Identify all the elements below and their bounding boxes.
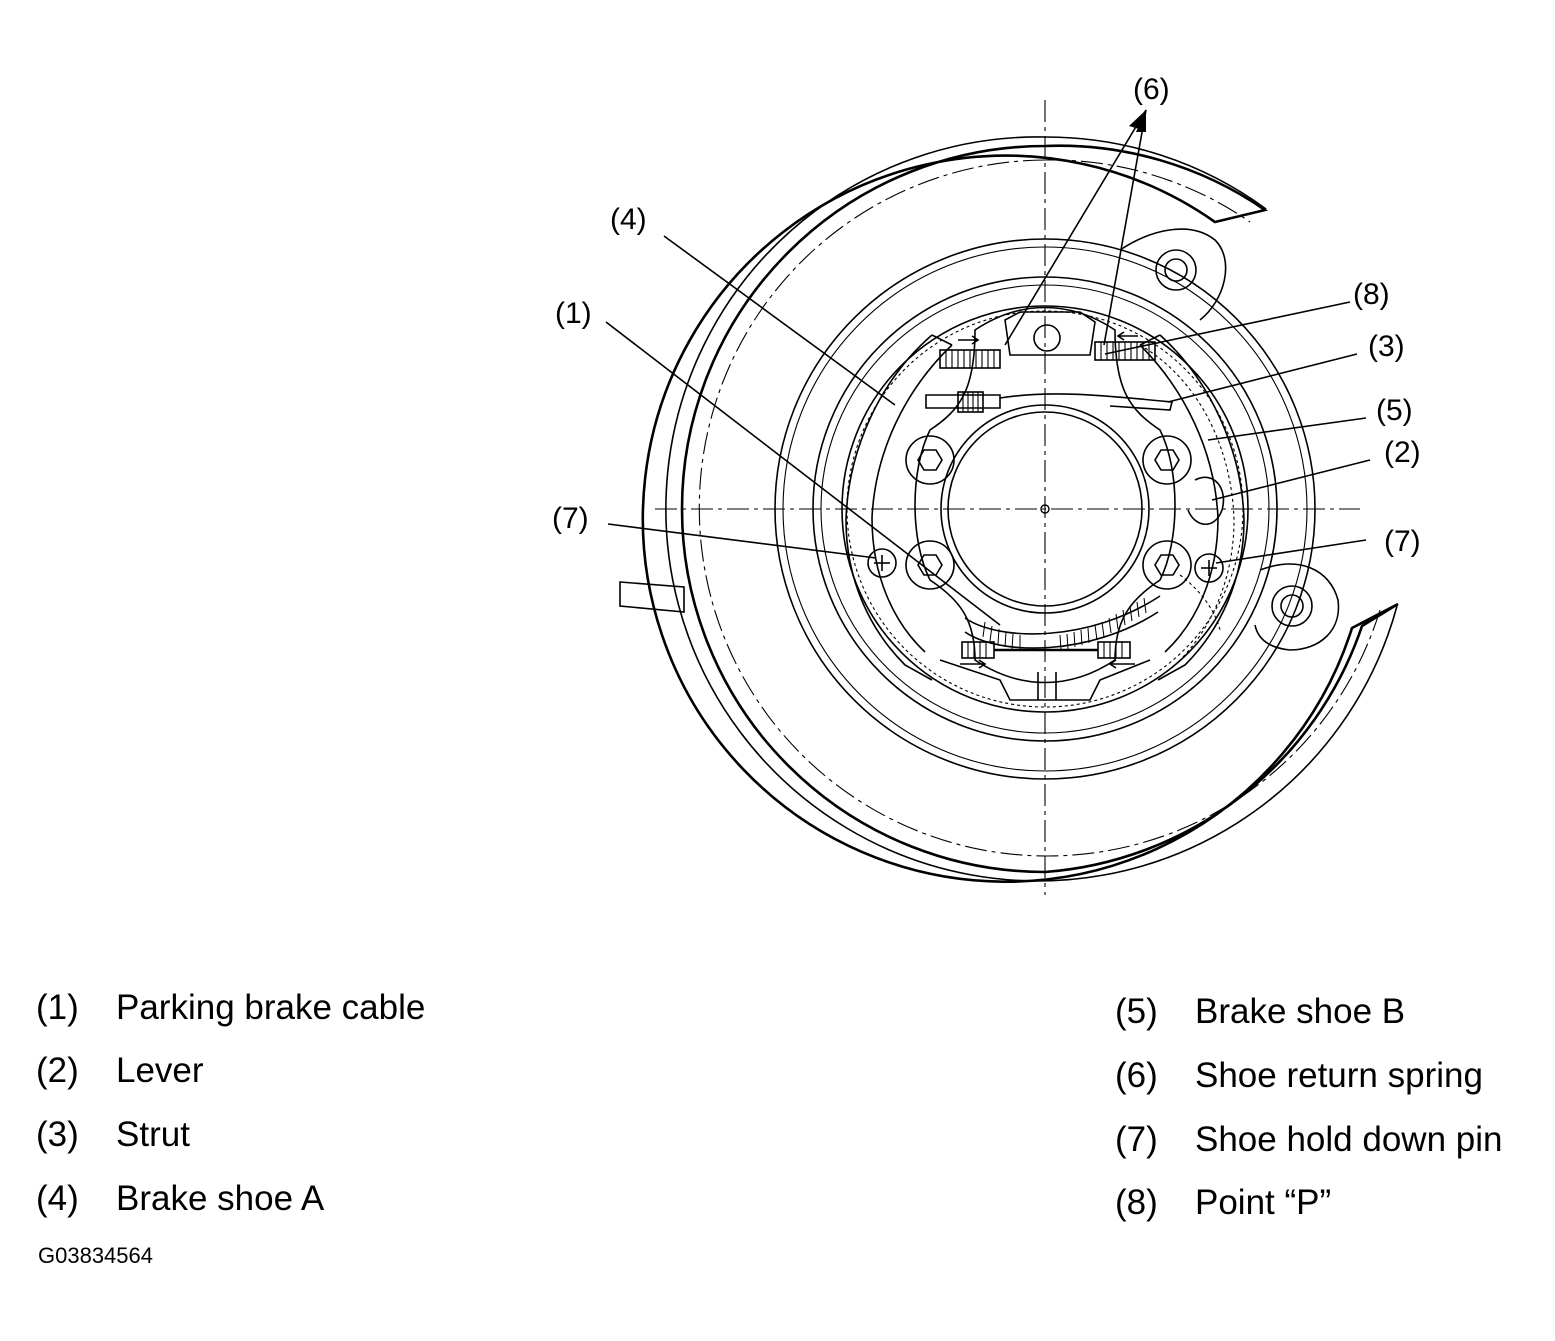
legend-text: Parking brake cable	[116, 988, 426, 1027]
legend-left-item: (3) Strut	[36, 1115, 516, 1155]
backing-plate	[619, 136, 1399, 883]
lower-shoe-hardware	[939, 476, 1225, 701]
legend-text: Shoe return spring	[1195, 1056, 1483, 1095]
legend-number: (2)	[36, 1051, 79, 1090]
legend-left-item: (4) Brake shoe A	[36, 1179, 516, 1219]
center-lines	[655, 100, 1360, 895]
wheel-hub	[905, 306, 1192, 684]
legend-text: Strut	[116, 1115, 190, 1154]
hub-stud	[905, 540, 955, 590]
legend-right-item: (6) Shoe return spring	[1115, 1056, 1545, 1096]
callout-2: (2)	[1384, 436, 1421, 469]
legend-text: Point “P”	[1195, 1183, 1332, 1222]
legend-text: Shoe hold down pin	[1195, 1120, 1503, 1159]
legend-number: (3)	[36, 1115, 79, 1154]
legend-number: (7)	[1115, 1120, 1158, 1159]
hold-down-pin-left	[867, 548, 897, 578]
figure-id: G03834564	[38, 1243, 153, 1268]
callout-3: (3)	[1368, 330, 1405, 363]
callout-7-right: (7)	[1384, 525, 1421, 558]
legend-text: Lever	[116, 1051, 204, 1090]
legend-number: (1)	[36, 988, 79, 1027]
legend-right-item: (8) Point “P”	[1115, 1183, 1545, 1223]
callout-8: (8)	[1353, 278, 1390, 311]
legend-number: (5)	[1115, 992, 1158, 1031]
hub-stud	[1142, 540, 1192, 590]
legend-left-item: (2) Lever	[36, 1051, 516, 1091]
callout-5: (5)	[1376, 394, 1413, 427]
legend-text: Brake shoe B	[1195, 992, 1406, 1031]
legend-right-item: (5) Brake shoe B	[1115, 992, 1545, 1032]
callout-1: (1)	[555, 297, 592, 330]
callout-6: (6)	[1133, 73, 1170, 106]
legend-number: (6)	[1115, 1056, 1158, 1095]
strut	[925, 391, 1174, 413]
hub-stud	[905, 435, 955, 485]
leader-lines	[605, 109, 1371, 626]
callout-7-left: (7)	[552, 502, 589, 535]
legend-number: (4)	[36, 1179, 79, 1218]
hold-down-pin-right	[1194, 553, 1224, 583]
return-spring-left	[939, 349, 1001, 369]
legend-number: (8)	[1115, 1183, 1158, 1222]
adjuster-teeth	[982, 597, 1147, 651]
hub-stud	[1142, 435, 1192, 485]
callout-labels: (1) (4) (6) (8) (3) (5) (2) (7) (7)	[552, 73, 1421, 558]
legend-left-item: (1) Parking brake cable	[36, 988, 516, 1028]
callout-4: (4)	[610, 203, 647, 236]
legend-text: Brake shoe A	[116, 1179, 325, 1218]
legend-right-item: (7) Shoe hold down pin	[1115, 1120, 1545, 1160]
